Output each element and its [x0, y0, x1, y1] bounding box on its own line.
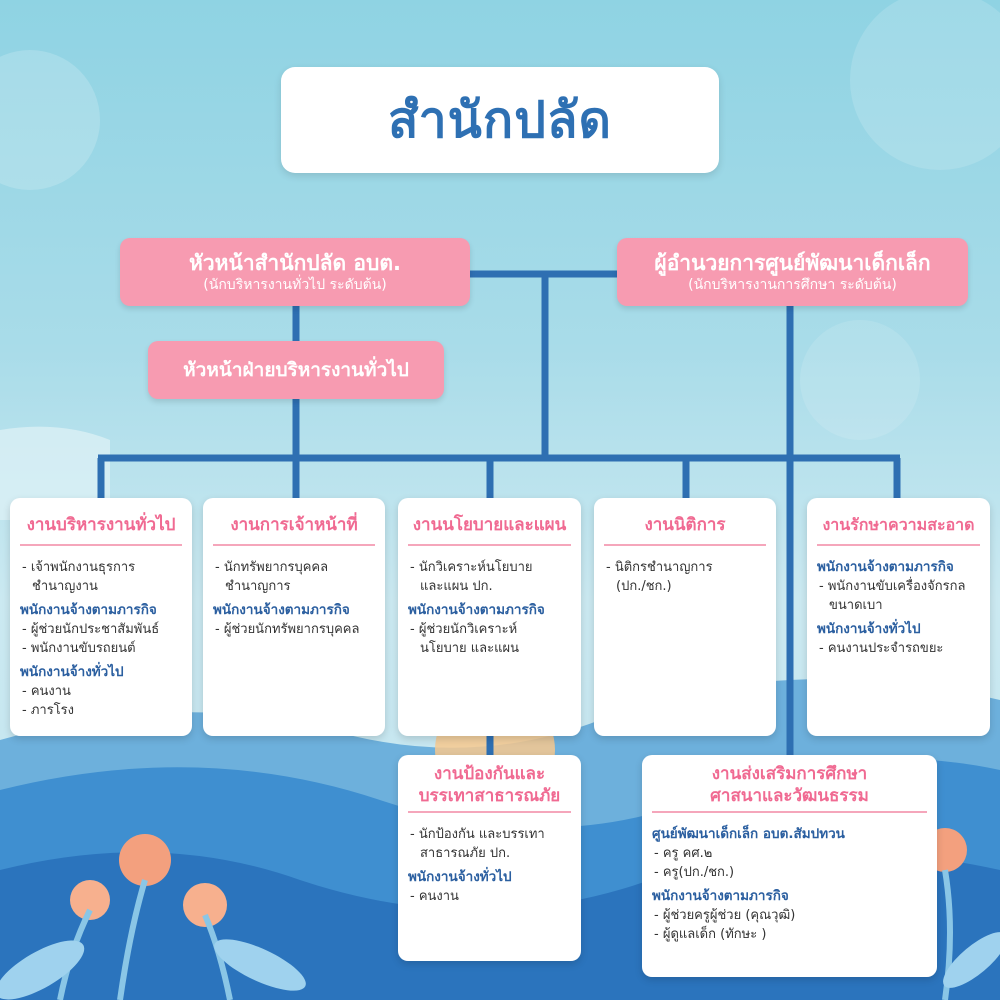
- list-item: - นักวิเคราะห์นโยบาย: [410, 560, 533, 575]
- list-item: - ครู(ปก./ชก.): [654, 865, 735, 880]
- general-admin-head-box: หัวหน้าฝ่ายบริหารงานทั่วไป: [148, 341, 444, 399]
- list-item: ชำนาญการ: [225, 579, 291, 594]
- card-general-admin: งานบริหารงานทั่วไป - เจ้าพนักงานธุรการ ช…: [10, 498, 192, 736]
- childcare-director-subtitle: (นักบริหารงานการศึกษา ระดับต้น): [688, 277, 897, 293]
- list-item: และแผน ปก.: [420, 579, 493, 594]
- card-title: งานป้องกันและ บรรเทาสาธารณภัย: [408, 755, 571, 813]
- section-heading: พนักงานจ้างตามภารกิจ: [213, 602, 350, 618]
- card-title-line2: ศาสนาและวัฒนธรรม: [710, 786, 869, 806]
- section-heading: ศูนย์พัฒนาเด็กเล็ก อบต.สัมปทวน: [652, 826, 845, 842]
- card-title: งานบริหารงานทั่วไป: [20, 498, 182, 546]
- list-item: นโยบาย และแผน: [420, 641, 519, 656]
- section-heading: พนักงานจ้างทั่วไป: [20, 664, 124, 680]
- childcare-director-box: ผู้อำนวยการศูนย์พัฒนาเด็กเล็ก (นักบริหาร…: [617, 238, 968, 306]
- list-item: - ครู คศ.๒: [654, 846, 713, 861]
- head-of-office-subtitle: (นักบริหารงานทั่วไป ระดับต้น): [203, 277, 387, 293]
- list-item: - คนงาน: [410, 889, 459, 904]
- section-heading: พนักงานจ้างทั่วไป: [817, 621, 921, 637]
- page-title: สำนักปลัด: [388, 90, 612, 149]
- list-item: - เจ้าพนักงานธุรการ: [22, 560, 136, 575]
- card-title-line1: งานป้องกันและ: [433, 764, 546, 784]
- card-legal: งานนิติการ - นิติกรชำนาญการ (ปก./ชก.): [594, 498, 776, 736]
- list-item: - ผู้ช่วยนักประชาสัมพันธ์: [22, 622, 160, 637]
- childcare-director-title: ผู้อำนวยการศูนย์พัฒนาเด็กเล็ก: [654, 251, 931, 275]
- list-item: - นักทรัพยากรบุคคล: [215, 560, 329, 575]
- card-policy-planning: งานนโยบายและแผน - นักวิเคราะห์นโยบาย และ…: [398, 498, 581, 736]
- general-admin-head-title: หัวหน้าฝ่ายบริหารงานทั่วไป: [183, 359, 409, 381]
- page-title-box: สำนักปลัด: [281, 67, 719, 173]
- section-heading: พนักงานจ้างตามภารกิจ: [20, 602, 157, 618]
- list-item: - ผู้ดูแลเด็ก (ทักษะ ): [654, 927, 767, 942]
- list-item: - ผู้ช่วยครูผู้ช่วย (คุณวุฒิ): [654, 908, 796, 923]
- list-item: - ผู้ช่วยนักวิเคราะห์: [410, 622, 518, 637]
- card-title: งานนิติการ: [604, 498, 766, 546]
- list-item: - ภารโรง: [22, 703, 74, 718]
- head-of-office-box: หัวหน้าสำนักปลัด อบต. (นักบริหารงานทั่วไ…: [120, 238, 470, 306]
- list-item: สาธารณภัย ปก.: [420, 846, 511, 861]
- head-of-office-title: หัวหน้าสำนักปลัด อบต.: [188, 251, 401, 275]
- list-item: - พนักงานขับเครื่องจักรกล: [819, 579, 966, 594]
- list-item: - นิติกรชำนาญการ: [606, 560, 713, 575]
- list-item: - คนงานประจำรถขยะ: [819, 641, 944, 656]
- list-item: - คนงาน: [22, 684, 71, 699]
- section-heading: พนักงานจ้างตามภารกิจ: [408, 602, 545, 618]
- card-title: งานส่งเสริมการศึกษา ศาสนาและวัฒนธรรม: [652, 755, 927, 813]
- section-heading: พนักงานจ้างตามภารกิจ: [817, 559, 954, 575]
- card-personnel: งานการเจ้าหน้าที่ - นักทรัพยากรบุคคล ชำน…: [203, 498, 385, 736]
- list-item: - พนักงานขับรถยนต์: [22, 641, 136, 656]
- section-heading: พนักงานจ้างตามภารกิจ: [652, 888, 789, 904]
- card-title-line1: งานส่งเสริมการศึกษา: [711, 764, 868, 784]
- card-title-line2: บรรเทาสาธารณภัย: [418, 786, 561, 806]
- card-title: งานการเจ้าหน้าที่: [213, 498, 375, 546]
- card-title: งานรักษาความสะอาด: [817, 498, 980, 546]
- card-sanitation: งานรักษาความสะอาด พนักงานจ้างตามภารกิจ -…: [807, 498, 990, 736]
- list-item: ชำนาญงาน: [32, 579, 98, 594]
- card-education-culture: งานส่งเสริมการศึกษา ศาสนาและวัฒนธรรม ศูน…: [642, 755, 937, 977]
- list-item: - ผู้ช่วยนักทรัพยากรบุคคล: [215, 622, 360, 637]
- card-title: งานนโยบายและแผน: [408, 498, 571, 546]
- list-item: (ปก./ชก.): [616, 579, 672, 594]
- list-item: - นักป้องกัน และบรรเทา: [410, 827, 545, 842]
- section-heading: พนักงานจ้างทั่วไป: [408, 869, 512, 885]
- card-disaster-prevention: งานป้องกันและ บรรเทาสาธารณภัย - นักป้องก…: [398, 755, 581, 961]
- list-item: ขนาดเบา: [829, 598, 883, 613]
